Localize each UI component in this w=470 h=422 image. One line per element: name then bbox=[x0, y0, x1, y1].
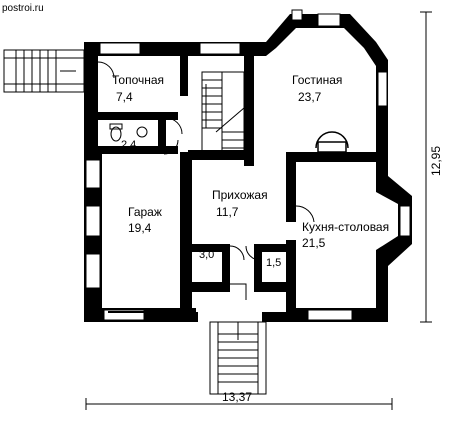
staircase bbox=[201, 71, 245, 153]
site-label: postroi.ru bbox=[2, 3, 44, 14]
room-name-kitchen: Кухня-столовая bbox=[302, 220, 389, 234]
room-area-small-2: 1,5 bbox=[266, 257, 281, 269]
room-area-small-1: 3,0 bbox=[199, 249, 214, 261]
room-name-living: Гостиная bbox=[292, 73, 342, 87]
room-name-hall: Прихожая bbox=[212, 188, 268, 202]
room-name-garage: Гараж bbox=[128, 205, 162, 219]
room-labels: Топочная 7,4 Гостиная 23,7 2,4 Гараж 19,… bbox=[112, 73, 389, 269]
interior-walls bbox=[98, 56, 380, 322]
exterior-stair-left bbox=[3, 49, 85, 93]
room-area-garage: 19,4 bbox=[128, 221, 152, 235]
room-area-hall: 11,7 bbox=[216, 205, 239, 219]
room-area-kitchen: 21,5 bbox=[302, 236, 326, 250]
wc-fixtures bbox=[109, 123, 148, 142]
room-name-boiler: Топочная bbox=[112, 73, 164, 87]
exterior-stair-bottom bbox=[209, 321, 267, 395]
dimension-lines bbox=[85, 11, 432, 410]
room-area-boiler: 7,4 bbox=[116, 90, 133, 104]
fireplace bbox=[315, 131, 349, 153]
windows bbox=[85, 9, 411, 321]
dimension-height: 12,95 bbox=[429, 146, 443, 176]
doors bbox=[97, 61, 315, 300]
room-area-living: 23,7 bbox=[298, 90, 322, 104]
dimension-width: 13,37 bbox=[222, 390, 252, 404]
room-area-wc: 2,4 bbox=[121, 139, 136, 151]
